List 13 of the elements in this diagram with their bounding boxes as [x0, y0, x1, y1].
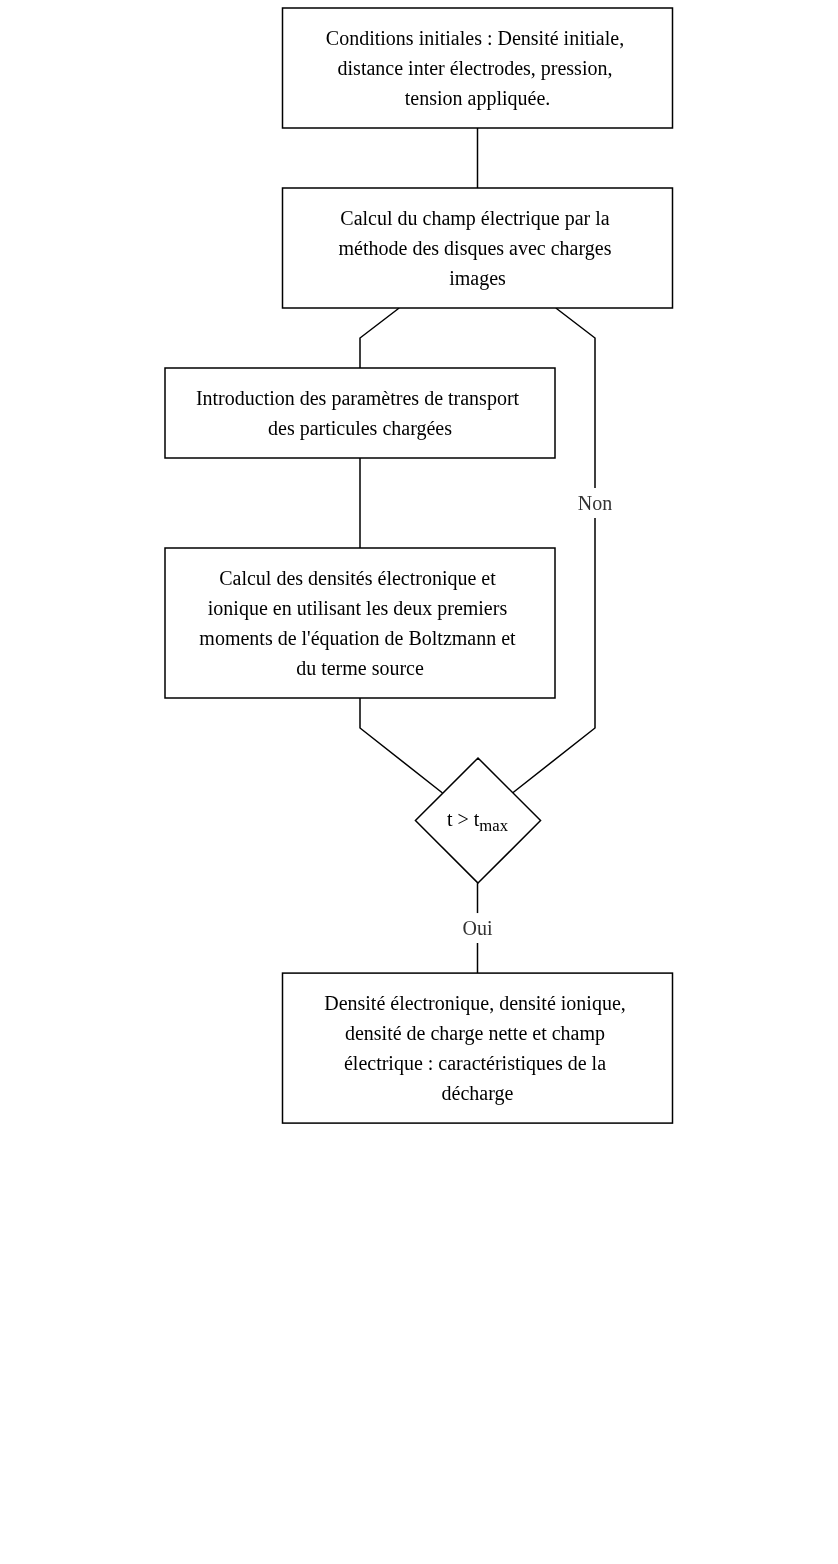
- edge-label: Oui: [462, 917, 493, 940]
- node-box: Calcul des densités électronique et ionique en utilisant les deux premiers moments de l'équation de Boltzmann et du terme source: [164, 547, 556, 699]
- connector: [359, 457, 361, 549]
- node-box: Conditions initiales : Densité initiale, distance inter électrodes, pression, tension appliquée.: [282, 7, 674, 129]
- connector: [359, 697, 444, 794]
- node-diamond: t > t$_{max}$: [414, 756, 542, 885]
- node-box: Introduction des paramètres de transport des particules chargées: [164, 367, 556, 459]
- connector: [512, 307, 596, 794]
- connector: [477, 127, 479, 189]
- edge-label: Non: [578, 492, 613, 514]
- node-box: Densité électronique, densité ionique, densité de charge nette et champ électrique : caractéristiques de la décharge: [282, 972, 674, 1124]
- node-box: Calcul du champ électrique par la méthode des disques avec charges images: [282, 187, 674, 309]
- connector: [359, 307, 401, 369]
